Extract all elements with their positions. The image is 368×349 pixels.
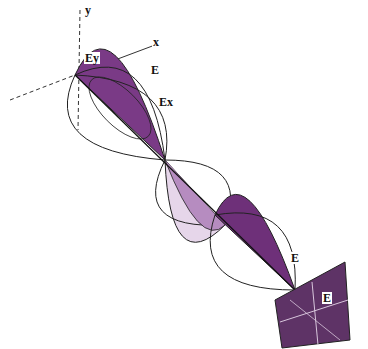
field-label: y [84, 4, 92, 16]
propagation-axis [75, 75, 300, 295]
field-label: E [150, 64, 160, 76]
field-label: Ex [158, 96, 174, 108]
field-outline [67, 75, 165, 160]
field-lobe [215, 194, 295, 290]
field-outline [79, 67, 161, 149]
field-label: x [152, 36, 160, 48]
field-label: Ey [84, 52, 100, 64]
field-label: E [290, 252, 300, 264]
field-lobe [75, 49, 165, 160]
polarizer-plate [275, 262, 350, 348]
axis-line [10, 75, 75, 100]
plate-line [290, 300, 340, 340]
field-lobe [165, 160, 225, 230]
plate-line [312, 282, 318, 345]
field-outline [210, 215, 295, 290]
field-label: E [322, 292, 332, 304]
field-outline [75, 67, 165, 160]
